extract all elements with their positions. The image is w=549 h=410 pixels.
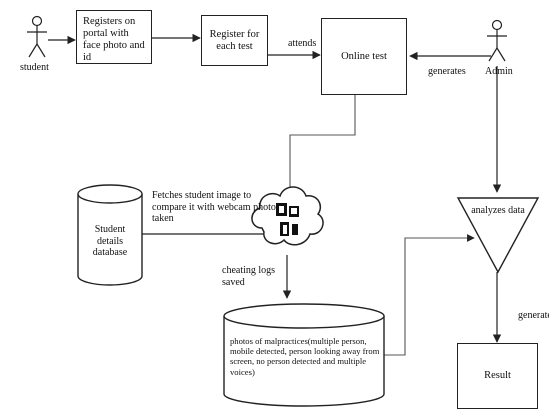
- result-box: Result: [457, 343, 538, 409]
- edge-malpractice-to-analyzes: [384, 234, 475, 356]
- student-actor-icon: [27, 15, 47, 58]
- student-db-cylinder: [77, 184, 143, 286]
- student-db-label: Student details database: [92, 224, 128, 258]
- malpractice-db-label: photos of malpractices(multiple person, …: [230, 336, 380, 377]
- malpractice-db-cylinder: [223, 303, 385, 407]
- admin-actor-icon: [487, 19, 507, 62]
- edge-test-to-cloud: [289, 95, 356, 188]
- analyzes-label: analyzes data: [471, 205, 525, 216]
- student-actor-label: student: [20, 62, 49, 73]
- admin-actor-label: Admin: [485, 66, 513, 77]
- online-test-box: Online test: [321, 18, 407, 95]
- generate-result-label: generate: [518, 310, 549, 321]
- face-compare-cloud-icon: [251, 186, 324, 246]
- cheating-logs-label: cheating logs saved: [222, 265, 276, 288]
- generates-label: generates: [428, 66, 466, 77]
- register-test-box: Register for each test: [201, 15, 268, 66]
- analyzes-triangle: [456, 197, 540, 274]
- fetches-label: Fetches student image to compare it with…: [152, 190, 276, 224]
- attends-label: attends: [288, 38, 317, 49]
- register-portal-box: Registers on portal with face photo and …: [76, 10, 152, 64]
